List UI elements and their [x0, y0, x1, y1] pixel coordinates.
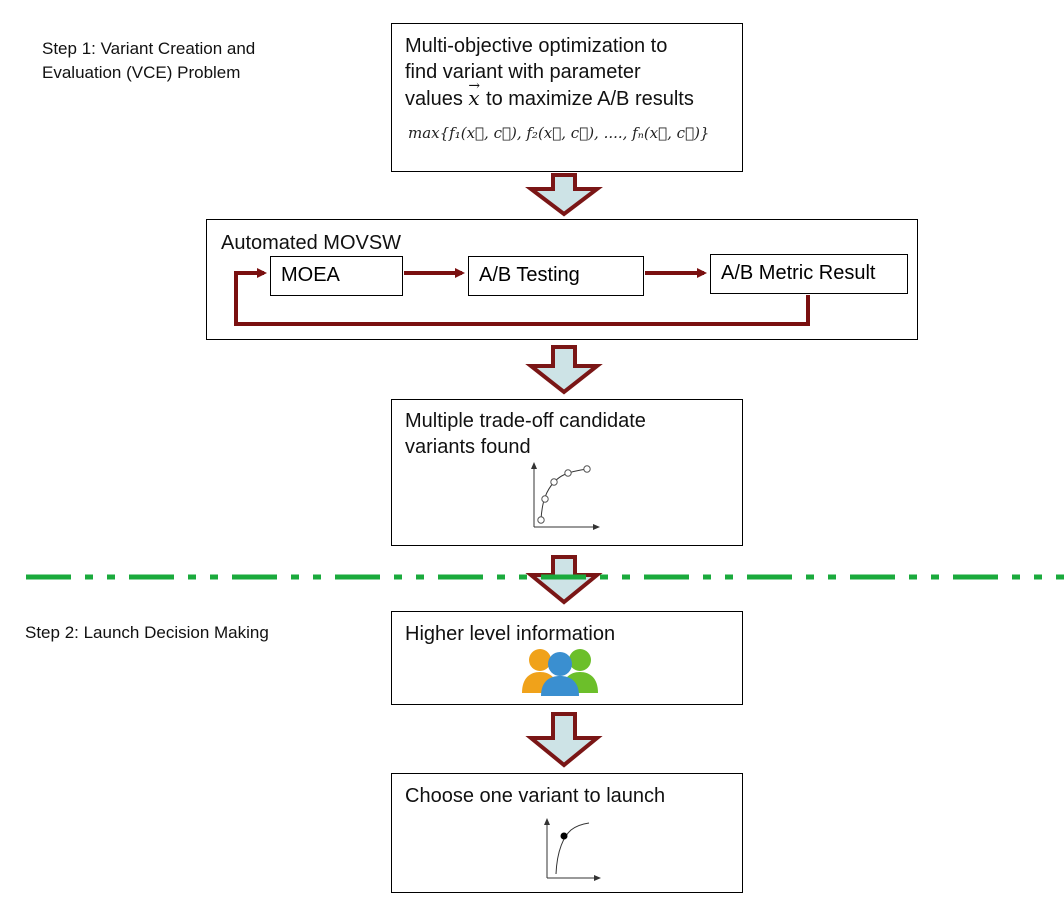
- down-arrow-2: [525, 345, 603, 395]
- choose-title: Choose one variant to launch: [405, 785, 666, 807]
- vector-x: →x: [468, 78, 486, 110]
- users-group-icon: [522, 649, 598, 696]
- optimization-line2: find variant with parameter: [405, 61, 641, 83]
- optimization-line3: values →x to maximize A/B results: [405, 78, 694, 112]
- pareto-front-plot: [531, 462, 600, 530]
- ab-metric-node: A/B Metric Result: [710, 254, 908, 294]
- movsw-title: Automated MOVSW: [221, 232, 402, 254]
- feedback-loop-arrow: [234, 268, 810, 326]
- chosen-variant-point: [560, 832, 568, 840]
- ab-testing-node: A/B Testing: [468, 256, 644, 296]
- down-arrow-4: [525, 712, 603, 768]
- down-arrow-1: [525, 173, 603, 217]
- vector-arrow-icon: →: [468, 78, 481, 94]
- optimization-box: Multi-objective optimization to find var…: [391, 23, 743, 172]
- step2-label: Step 2: Launch Decision Making: [25, 623, 269, 642]
- optimization-line1: Multi-objective optimization to: [405, 35, 668, 57]
- step1-label-line2: Evaluation (VCE) Problem: [42, 63, 241, 82]
- step1-label-line1: Step 1: Variant Creation and: [42, 39, 256, 58]
- objective-formula: max{f₁(x⃗, c⃗), f₂(x⃗, c⃗), ...., fₙ(x⃗,…: [408, 124, 710, 142]
- candidates-line1: Multiple trade-off candidate: [405, 410, 646, 432]
- moea-node: MOEA: [270, 256, 403, 296]
- choose-box: Choose one variant to launch: [391, 773, 743, 893]
- step1-label: Step 1: Variant Creation and Evaluation …: [42, 37, 255, 85]
- higher-info-title: Higher level information: [405, 623, 616, 645]
- candidates-line2: variants found: [405, 436, 531, 458]
- chosen-variant-plot: [544, 818, 601, 881]
